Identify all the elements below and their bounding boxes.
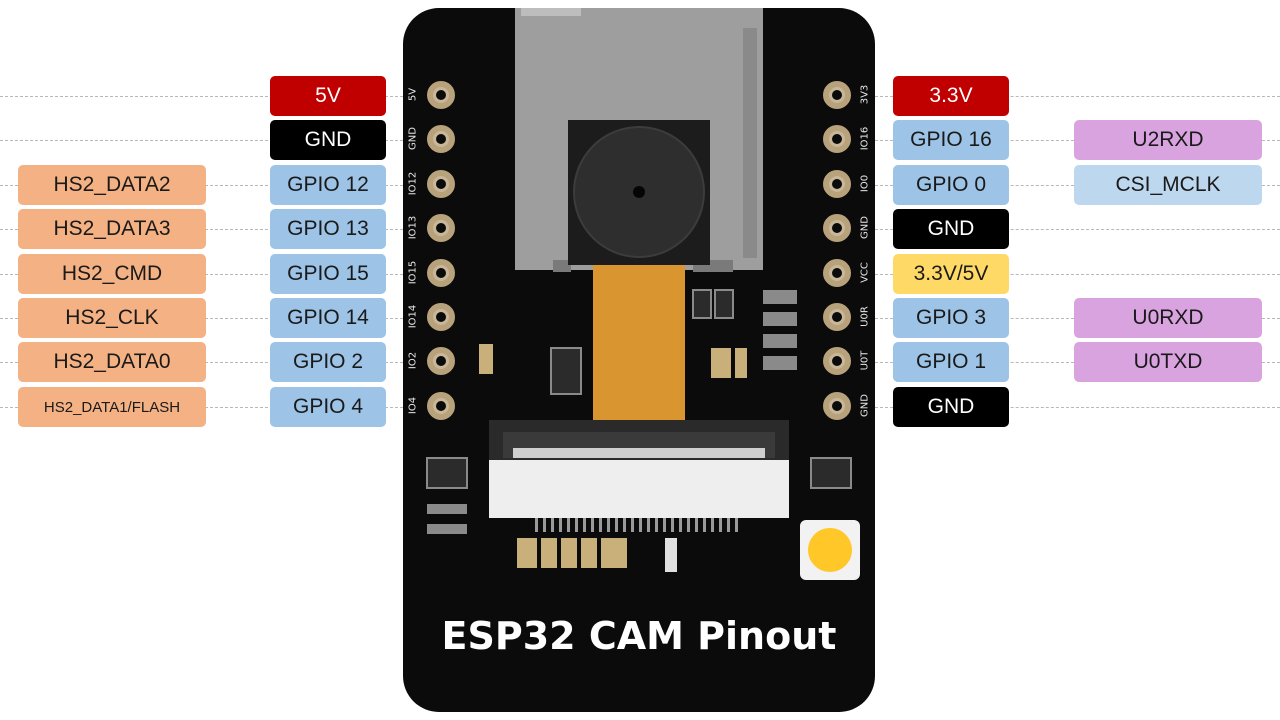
guide-line (0, 96, 403, 97)
silk-u0t: U0T (859, 350, 871, 371)
label-gnd: GND (270, 120, 386, 160)
label-gpio-2: GPIO 2 (270, 342, 386, 382)
pad-io15 (427, 259, 455, 287)
label-gpio-4: GPIO 4 (270, 387, 386, 427)
pad-gnd-right-bottom (823, 392, 851, 420)
silk-io0: IO0 (859, 174, 871, 193)
guide-line (875, 96, 1280, 97)
silk-3v3: 3V3 (859, 84, 871, 105)
silk-io13: IO13 (407, 215, 419, 240)
label-u0txd: U0TXD (1074, 342, 1262, 382)
board-title: ESP32 CAM Pinout (441, 614, 837, 658)
label-hs2-data1-flash: HS2_DATA1/FLASH (18, 387, 206, 427)
label-5v: 5V (270, 76, 386, 116)
label-gpio-1: GPIO 1 (893, 342, 1009, 382)
silk-io15: IO15 (407, 260, 419, 285)
label-gpio-15: GPIO 15 (270, 254, 386, 294)
label-gpio-12: GPIO 12 (270, 165, 386, 205)
label-hs2-clk: HS2_CLK (18, 298, 206, 338)
pad-io14 (427, 303, 455, 331)
silk-io4: IO4 (407, 396, 419, 415)
label-gpio-13: GPIO 13 (270, 209, 386, 249)
label-vcc: 3.3V/5V (893, 254, 1009, 294)
pad-io0 (823, 170, 851, 198)
pad-io13 (427, 214, 455, 242)
silk-u0r: U0R (859, 306, 871, 327)
label-gpio-14: GPIO 14 (270, 298, 386, 338)
board-graphics (426, 8, 860, 580)
label-3v3: 3.3V (893, 76, 1009, 116)
esp32-cam-board: 5V GND IO12 IO13 IO15 IO14 IO2 IO4 3V3 I… (403, 8, 875, 712)
silk-io16: IO16 (859, 126, 871, 151)
label-csi-mclk: CSI_MCLK (1074, 165, 1262, 205)
pad-io12 (427, 170, 455, 198)
label-gpio-3: GPIO 3 (893, 298, 1009, 338)
label-gpio-0: GPIO 0 (893, 165, 1009, 205)
silk-io2: IO2 (407, 351, 419, 370)
silk-io14: IO14 (407, 304, 419, 329)
label-hs2-data3: HS2_DATA3 (18, 209, 206, 249)
pad-io2 (427, 347, 455, 375)
silk-io12: IO12 (407, 171, 419, 196)
silk-gnd-right: GND (859, 216, 871, 239)
silk-5v: 5V (407, 87, 419, 102)
camera-flex-cable (593, 265, 685, 425)
guide-line (875, 229, 1280, 230)
label-hs2-cmd: HS2_CMD (18, 254, 206, 294)
pad-io16 (823, 125, 851, 153)
pad-u0t (823, 347, 851, 375)
silk-gnd-right-bottom: GND (859, 394, 871, 417)
pad-io4 (427, 392, 455, 420)
pad-gnd (427, 125, 455, 153)
pad-5v (427, 81, 455, 109)
label-gpio-16: GPIO 16 (893, 120, 1009, 160)
label-u2rxd: U2RXD (1074, 120, 1262, 160)
guide-line (875, 407, 1280, 408)
pad-gnd-right (823, 214, 851, 242)
guide-line (0, 140, 403, 141)
label-gnd-right: GND (893, 209, 1009, 249)
label-hs2-data2: HS2_DATA2 (18, 165, 206, 205)
pad-3v3 (823, 81, 851, 109)
label-u0rxd: U0RXD (1074, 298, 1262, 338)
silk-gnd: GND (407, 127, 419, 150)
pad-u0r (823, 303, 851, 331)
guide-line (875, 274, 1280, 275)
pad-vcc (823, 259, 851, 287)
label-hs2-data0: HS2_DATA0 (18, 342, 206, 382)
silk-vcc: VCC (859, 262, 871, 283)
label-gnd-right-bottom: GND (893, 387, 1009, 427)
